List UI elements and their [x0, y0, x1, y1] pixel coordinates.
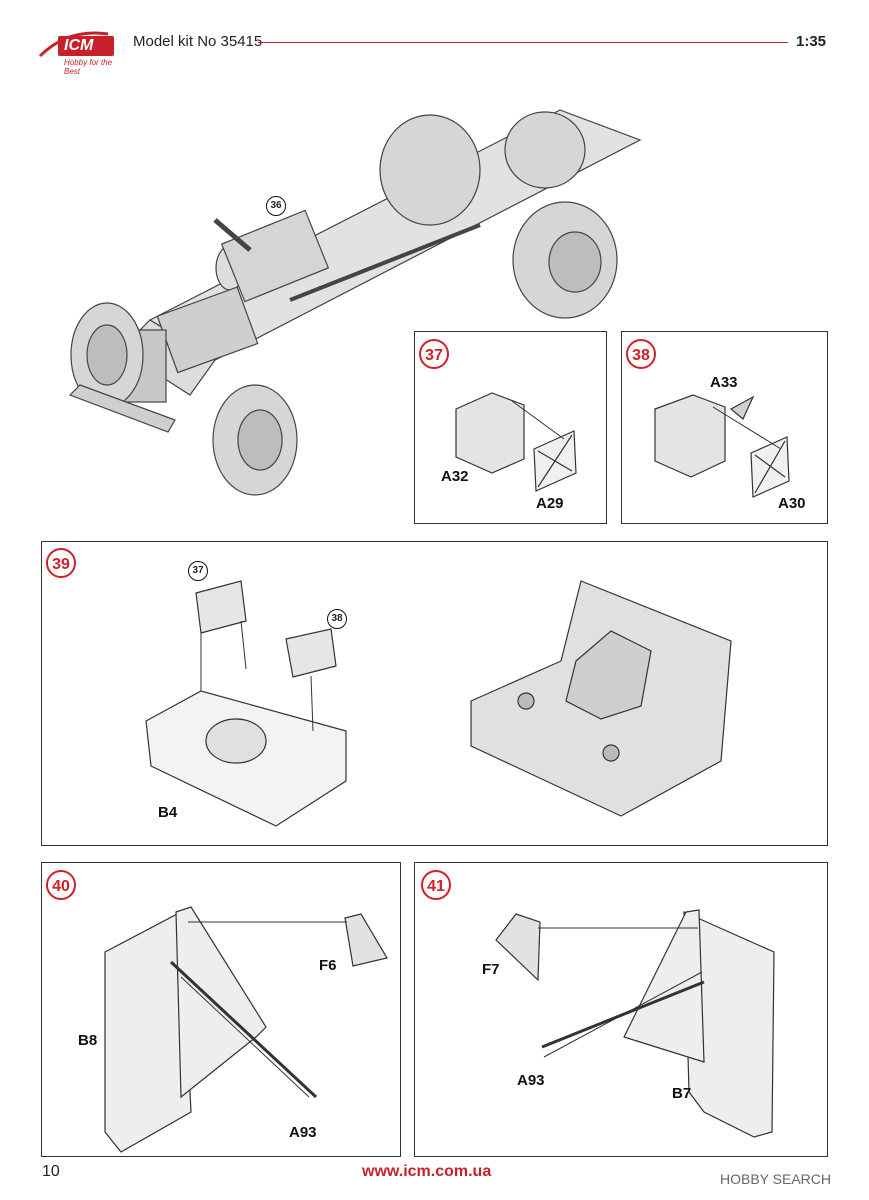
part-label-a93-step41: A93: [517, 1072, 545, 1089]
part-label-a29: A29: [536, 495, 564, 512]
ref-step-38: 38: [327, 609, 347, 629]
step-40-number: 40: [46, 870, 76, 900]
step-37-number: 37: [419, 339, 449, 369]
brand-tagline: Hobby for the Best: [64, 58, 113, 76]
model-kit-title: Model kit No 35415: [133, 33, 263, 50]
part-label-b8: B8: [78, 1032, 98, 1049]
part-label-a32: A32: [441, 468, 469, 485]
part-label-a33: A33: [710, 374, 738, 391]
part-label-a93-step40: A93: [289, 1124, 317, 1141]
step-40-drawing: [104, 906, 388, 1153]
part-label-f6: F6: [319, 957, 337, 974]
step-41-drawing: [495, 909, 775, 1138]
part-label-a30: A30: [778, 495, 806, 512]
header-rule: [258, 42, 788, 43]
icm-logo: ICM Hobby for the Best: [38, 26, 128, 76]
ref-step-36: 36: [266, 196, 286, 216]
watermark: HOBBY SEARCH: [720, 1171, 831, 1187]
step-40-panel: [41, 862, 401, 1157]
logo-arc-icon: [38, 31, 114, 58]
ref-step-37: 37: [188, 561, 208, 581]
step-38-drawing: [654, 394, 790, 498]
scale-label: 1:35: [796, 33, 827, 50]
brand-text: ICM: [64, 37, 94, 54]
step-39-drawing: [145, 580, 732, 827]
part-label-b7: B7: [672, 1085, 692, 1102]
part-label-b4: B4: [158, 804, 178, 821]
website-link[interactable]: www.icm.com.ua: [362, 1163, 492, 1180]
page-number: 10: [42, 1163, 60, 1180]
step-41-number: 41: [421, 870, 451, 900]
step-37-drawing: [455, 392, 577, 492]
part-label-f7: F7: [482, 961, 500, 978]
step-38-number: 38: [626, 339, 656, 369]
step-39-number: 39: [46, 548, 76, 578]
chassis-illustration: [68, 109, 642, 496]
